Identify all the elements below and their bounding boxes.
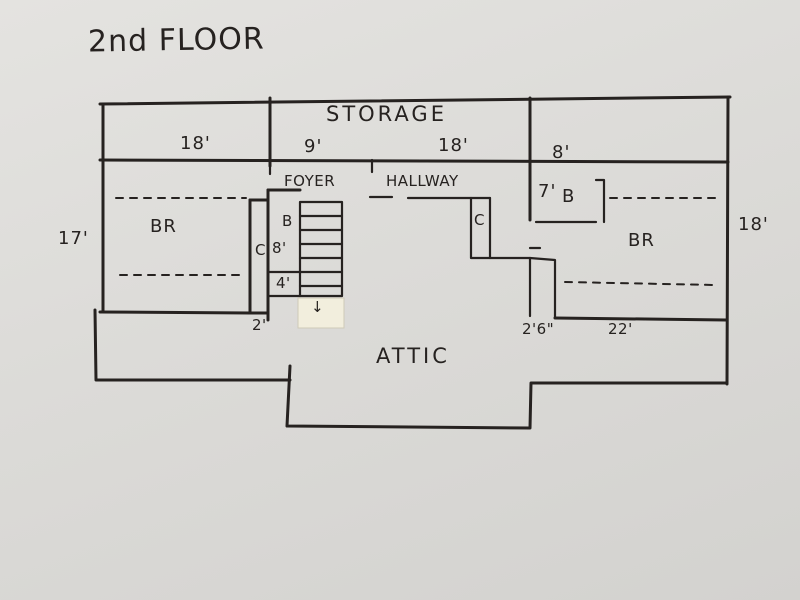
- dim-left-height: 17': [58, 228, 89, 249]
- bath-center-label: B: [282, 212, 293, 230]
- hallway-label: HALLWAY: [386, 172, 459, 190]
- sticky-note: [297, 297, 345, 329]
- dim-closet-right-width: 2'6": [522, 320, 555, 338]
- dim-stair-len: 8': [272, 239, 287, 257]
- dim-storage-right: 18': [438, 135, 469, 156]
- main-walls: [93, 160, 729, 430]
- closet-left-label: C: [255, 241, 266, 259]
- storage-label: STORAGE: [326, 102, 447, 126]
- bath-label: B: [562, 186, 576, 207]
- dim-right-height: 18': [738, 214, 769, 235]
- dim-closet-left-width: 2': [252, 316, 267, 334]
- dim-storage-far-right: 8': [552, 142, 571, 163]
- dim-br-right-width: 22': [608, 320, 633, 338]
- closet-center-label: C: [474, 211, 485, 229]
- dim-storage-left: 18': [180, 133, 211, 154]
- br-right-label: BR: [628, 230, 655, 251]
- stair-direction-arrow: ↓: [311, 298, 325, 316]
- hallway-walls: [268, 158, 606, 320]
- foyer-label: FOYER: [284, 172, 336, 190]
- attic-label: ATTIC: [376, 344, 450, 368]
- dim-storage-mid: 9': [304, 136, 323, 157]
- dim-stair-width: 4': [276, 274, 291, 292]
- staircase: [266, 200, 344, 298]
- dashed-lines: [115, 197, 716, 286]
- storage-walls: [98, 95, 732, 386]
- dim-bath-width: 7': [538, 181, 557, 202]
- br-left-label: BR: [150, 216, 177, 237]
- page-title: 2nd FLOOR: [87, 21, 265, 60]
